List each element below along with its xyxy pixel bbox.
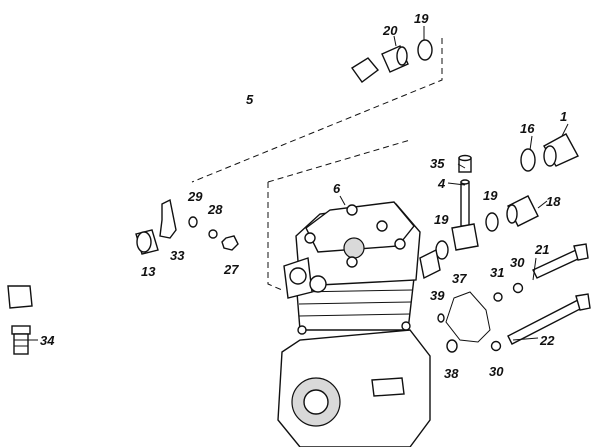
ring-19-right <box>485 212 499 232</box>
label-27: 27 <box>223 262 239 277</box>
pipe-5 <box>7 57 380 309</box>
ring-16 <box>520 148 536 172</box>
bolt-22 <box>507 293 591 345</box>
label-4: 4 <box>437 176 446 191</box>
label-6: 6 <box>333 181 341 196</box>
label-20: 20 <box>382 23 398 38</box>
label-38: 38 <box>444 366 459 381</box>
label-18: 18 <box>546 194 561 209</box>
ring-39 <box>437 313 445 323</box>
washer-28 <box>208 229 218 239</box>
ring-19-top <box>417 39 433 61</box>
label-33: 33 <box>170 248 185 263</box>
washer-31 <box>493 292 503 302</box>
label-19-left: 19 <box>434 212 449 227</box>
label-16: 16 <box>520 121 535 136</box>
label-34: 34 <box>40 333 55 348</box>
label-35: 35 <box>430 156 445 171</box>
nut-30-bottom <box>490 340 502 352</box>
fitting-18 <box>506 195 539 227</box>
ring-38 <box>446 339 458 353</box>
bushing-13 <box>135 229 159 255</box>
gasket-37 <box>445 291 491 343</box>
label-19-top: 19 <box>414 11 429 26</box>
label-31: 31 <box>490 265 504 280</box>
label-28: 28 <box>207 202 223 217</box>
standpipe-4-35 <box>451 154 479 251</box>
fitting-20 <box>381 45 409 73</box>
dashed-guide-top <box>191 38 443 183</box>
dashed-guide-mid <box>267 139 411 183</box>
dashed-guide-right <box>267 182 283 291</box>
label-13: 13 <box>141 264 156 279</box>
label-29: 29 <box>187 189 203 204</box>
nut-30-top <box>512 282 524 294</box>
label-1: 1 <box>560 109 567 124</box>
leader-lines <box>20 26 569 341</box>
label-5: 5 <box>246 92 254 107</box>
clamp-33 <box>159 198 177 239</box>
bolt-21 <box>532 243 589 279</box>
label-22: 22 <box>539 333 555 348</box>
label-19-right: 19 <box>483 188 498 203</box>
label-21: 21 <box>534 242 549 257</box>
label-37: 37 <box>452 271 467 286</box>
washer-29 <box>188 216 198 228</box>
fitting-1 <box>543 133 579 167</box>
label-39: 39 <box>430 288 445 303</box>
nut-27 <box>221 235 239 251</box>
compressor-6 <box>277 201 441 447</box>
label-30-bottom: 30 <box>489 364 504 379</box>
label-30-top: 30 <box>510 255 525 270</box>
